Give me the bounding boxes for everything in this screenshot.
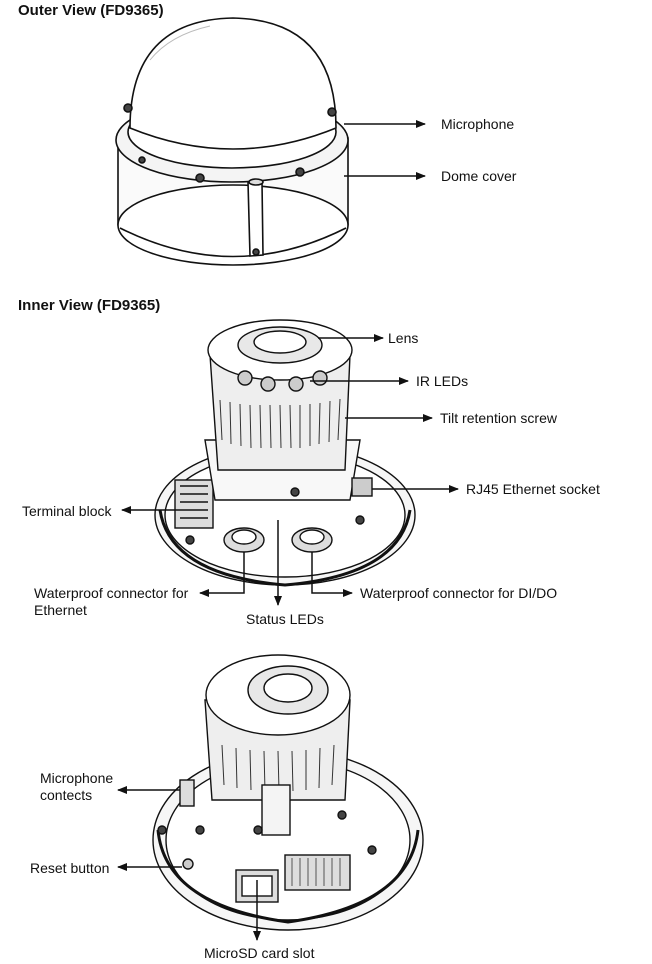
inner-view-camera: [154, 319, 416, 587]
inner-view-heading: Inner View (FD9365): [18, 297, 161, 314]
outer-dome-camera: [115, 17, 349, 266]
label-terminal-block: Terminal block: [22, 503, 112, 519]
inner-view-2-camera: [152, 654, 424, 931]
outer-view-heading: Outer View (FD9365): [18, 2, 164, 19]
label-wp-ethernet-line1: Waterproof connector for: [34, 585, 189, 601]
wp-dido-arrow: [311, 552, 353, 597]
label-mic-contacts-line1: Microphone: [40, 770, 114, 786]
label-wp-dido: Waterproof connector for DI/DO: [360, 585, 558, 601]
label-dome-cover: Dome cover: [441, 168, 517, 184]
label-status-leds: Status LEDs: [246, 611, 324, 627]
label-ir-leds: IR LEDs: [416, 373, 469, 389]
label-microsd-slot: MicroSD card slot: [204, 945, 315, 961]
label-rj45-socket: RJ45 Ethernet socket: [466, 481, 600, 497]
label-tilt-retention-screw: Tilt retention screw: [440, 410, 557, 426]
wp-ethernet-arrow: [199, 552, 245, 597]
label-lens: Lens: [388, 330, 419, 346]
label-reset-button: Reset button: [30, 860, 110, 876]
label-microphone: Microphone: [441, 116, 515, 132]
label-wp-ethernet-line2: Ethernet: [34, 602, 87, 618]
label-mic-contacts-line2: contects: [40, 787, 93, 803]
